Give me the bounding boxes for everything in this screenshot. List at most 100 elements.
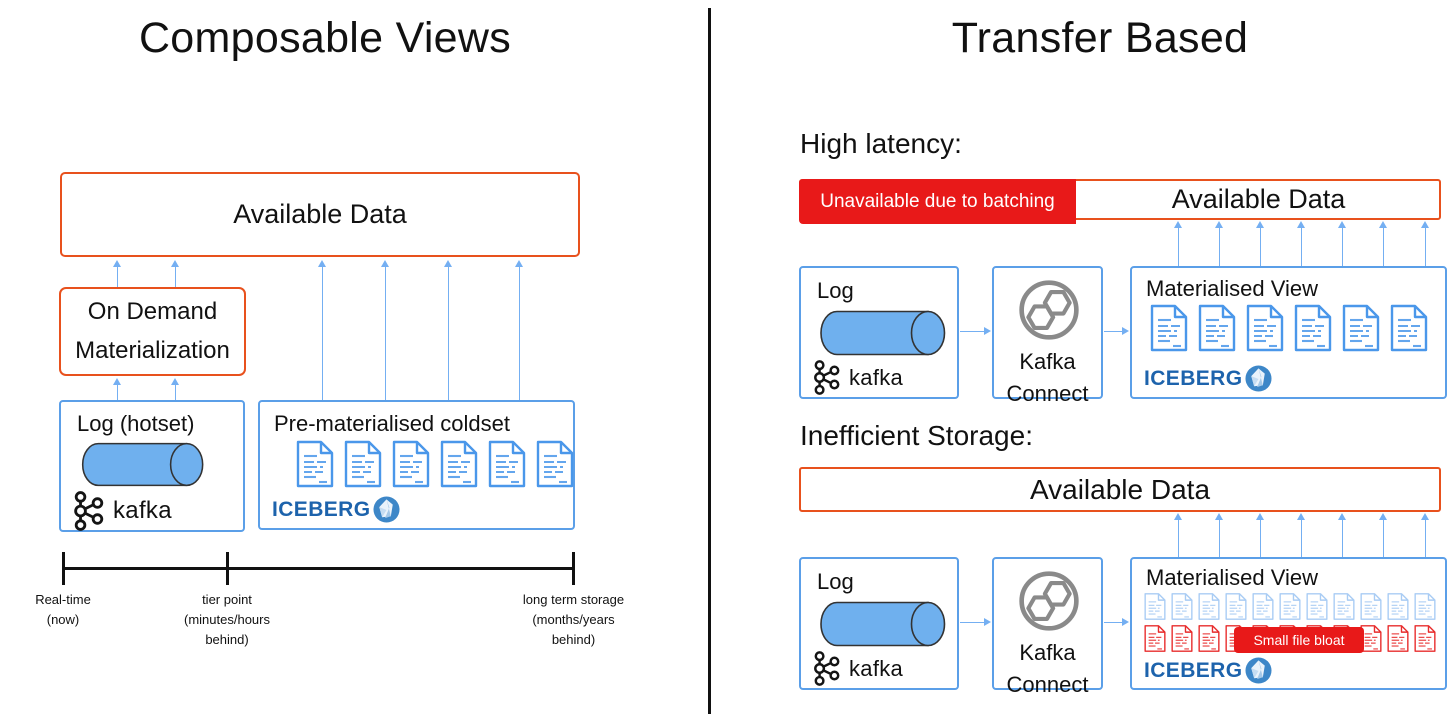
document-icon xyxy=(296,440,334,488)
kafka-connect-icon xyxy=(1019,571,1079,631)
document-icon xyxy=(1246,304,1284,352)
document-icon xyxy=(1342,304,1380,352)
up-arrow xyxy=(1420,221,1431,266)
materialised-view-box-high-latency: Materialised View xyxy=(1130,266,1447,399)
document-icon xyxy=(488,440,526,488)
inefficient-storage-heading: Inefficient Storage: xyxy=(800,420,1033,451)
materialised-view-label: Materialised View xyxy=(1146,276,1319,301)
document-icon xyxy=(1360,592,1382,621)
document-icon xyxy=(1333,592,1355,621)
log-cylinder-icon xyxy=(820,601,946,647)
up-arrow xyxy=(1173,221,1184,266)
coldset-box: Pre-materialised coldset xyxy=(258,400,575,530)
up-arrow xyxy=(170,378,181,400)
iceberg-icon xyxy=(373,496,401,523)
right-arrow xyxy=(1104,326,1129,337)
document-icon xyxy=(536,440,574,488)
up-arrow xyxy=(112,260,123,287)
materialised-view-files xyxy=(1150,304,1428,352)
up-arrow xyxy=(1296,221,1307,266)
document-icon xyxy=(440,440,478,488)
up-arrow xyxy=(1378,513,1389,557)
coldset-files xyxy=(296,440,574,488)
timeline-label-long-term: long term storage (months/years behind) xyxy=(522,592,625,648)
timeline-label-tier-point: tier point (minutes/hours behind) xyxy=(184,592,270,648)
document-icon xyxy=(1198,592,1220,621)
document-icon xyxy=(1414,592,1436,621)
iceberg-wordmark: ICEBERG xyxy=(272,497,371,521)
timeline-tick xyxy=(62,552,65,585)
document-icon xyxy=(1171,592,1193,621)
document-icon xyxy=(1144,592,1166,621)
materialised-view-label: Materialised View xyxy=(1146,565,1319,590)
up-arrow xyxy=(443,260,454,400)
document-icon xyxy=(1198,304,1236,352)
materialised-view-small-files-blue xyxy=(1144,592,1436,621)
high-latency-heading: High latency: xyxy=(800,128,962,159)
up-arrow xyxy=(1420,513,1431,557)
iceberg-icon xyxy=(1245,365,1273,392)
coldset-label: Pre-materialised coldset xyxy=(274,411,510,436)
kafka-logo: kafka xyxy=(813,359,903,396)
document-icon xyxy=(1387,592,1409,621)
kafka-connect-label: Kafka Connect xyxy=(1006,349,1089,406)
document-icon xyxy=(1150,304,1188,352)
document-icon xyxy=(1360,624,1382,653)
on-demand-label: On Demand Materialization xyxy=(75,298,230,364)
available-data-box-bottom: Available Data xyxy=(799,467,1441,512)
unavailable-segment: Unavailable due to batching xyxy=(799,179,1076,224)
log-hotset-label: Log (hotset) xyxy=(77,411,195,436)
timeline-tick xyxy=(226,552,229,585)
iceberg-logo: ICEBERG xyxy=(1144,365,1273,392)
up-arrow xyxy=(514,260,525,400)
up-arrow xyxy=(1214,513,1225,557)
up-arrow xyxy=(317,260,328,400)
log-box-inefficient: Log kafka xyxy=(799,557,959,690)
latency-bar: Unavailable due to batching Available Da… xyxy=(799,179,1441,224)
kafka-connect-box-high-latency: Kafka Connect xyxy=(992,266,1103,406)
up-arrow xyxy=(1255,221,1266,266)
document-icon xyxy=(1171,624,1193,653)
document-icon xyxy=(1225,592,1247,621)
log-label: Log xyxy=(817,569,854,594)
timeline-axis xyxy=(63,567,575,570)
log-hotset-box: Log (hotset) kafka xyxy=(59,400,245,532)
document-icon xyxy=(1294,304,1332,352)
available-data-label: Available Data xyxy=(233,199,407,229)
small-file-bloat-badge: Small file bloat xyxy=(1236,629,1362,651)
document-icon xyxy=(1414,624,1436,653)
document-icon xyxy=(344,440,382,488)
iceberg-wordmark: ICEBERG xyxy=(1144,658,1243,682)
available-data-label: Available Data xyxy=(1171,184,1346,214)
up-arrow xyxy=(112,378,123,400)
on-demand-materialization-box: On Demand Materialization xyxy=(59,287,246,376)
log-label: Log xyxy=(817,278,854,303)
unavailable-label: Unavailable due to batching xyxy=(820,190,1055,212)
iceberg-logo: ICEBERG xyxy=(1144,657,1273,684)
right-arrow xyxy=(960,326,991,337)
kafka-icon xyxy=(814,651,840,686)
kafka-icon xyxy=(74,491,104,531)
left-panel-title: Composable Views xyxy=(138,14,512,62)
right-panel-title: Transfer Based xyxy=(951,14,1249,62)
document-icon xyxy=(1144,624,1166,653)
available-data-box-left: Available Data xyxy=(60,172,580,257)
up-arrow xyxy=(380,260,391,400)
up-arrow xyxy=(1255,513,1266,557)
timeline-tick xyxy=(572,552,575,585)
right-arrow xyxy=(1104,617,1129,628)
up-arrow xyxy=(1296,513,1307,557)
materialised-view-box-inefficient: Materialised View xyxy=(1130,557,1447,690)
kafka-wordmark: kafka xyxy=(849,364,904,390)
kafka-logo: kafka xyxy=(813,650,903,687)
right-arrow xyxy=(960,617,991,628)
kafka-connect-icon xyxy=(1019,280,1079,340)
iceberg-icon xyxy=(1245,657,1273,684)
document-icon xyxy=(1279,592,1301,621)
kafka-logo: kafka xyxy=(73,490,172,532)
kafka-wordmark: kafka xyxy=(113,497,172,524)
available-data-label: Available Data xyxy=(1029,473,1211,505)
timeline-label-realtime: Real-time (now) xyxy=(35,592,91,628)
up-arrow xyxy=(170,260,181,287)
